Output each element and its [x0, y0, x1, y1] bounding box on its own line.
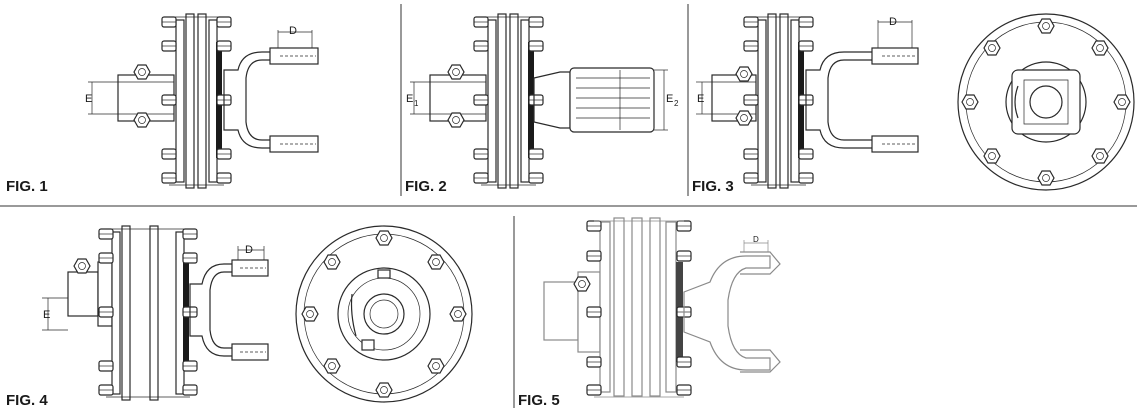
figure-2: E 1 E 2 FIG. 2: [405, 13, 679, 195]
fig4-end-view: [295, 225, 473, 403]
dim-d-fig5: D: [753, 235, 759, 244]
dim-d-fig4: D: [245, 244, 253, 256]
fig4-label: FIG. 4: [6, 392, 48, 409]
dim-e-fig4: E: [43, 309, 50, 321]
fig3-label: FIG. 3: [692, 178, 734, 195]
dim-d-fig3: D: [889, 16, 897, 28]
dim-e1-fig2: E: [406, 93, 413, 105]
fig3-end-view: [957, 13, 1135, 191]
figure-4: D E FIG. 4: [6, 225, 473, 409]
figure-3: D E FIG. 3: [692, 13, 1135, 195]
fig2-label: FIG. 2: [405, 178, 447, 195]
dim-e2-fig2: E: [666, 93, 673, 105]
figure-1: D E FIG. 1: [6, 13, 319, 195]
fig5-label: FIG. 5: [518, 392, 560, 409]
figure-5: D: [543, 217, 781, 398]
dim-e-fig1: E: [85, 93, 92, 105]
fig1-label: FIG. 1: [6, 178, 48, 195]
dim-e2-subscript: 2: [674, 99, 679, 108]
dim-d-fig1: D: [289, 25, 297, 37]
dim-e-fig3: E: [697, 93, 704, 105]
dim-e1-subscript: 1: [414, 99, 419, 108]
